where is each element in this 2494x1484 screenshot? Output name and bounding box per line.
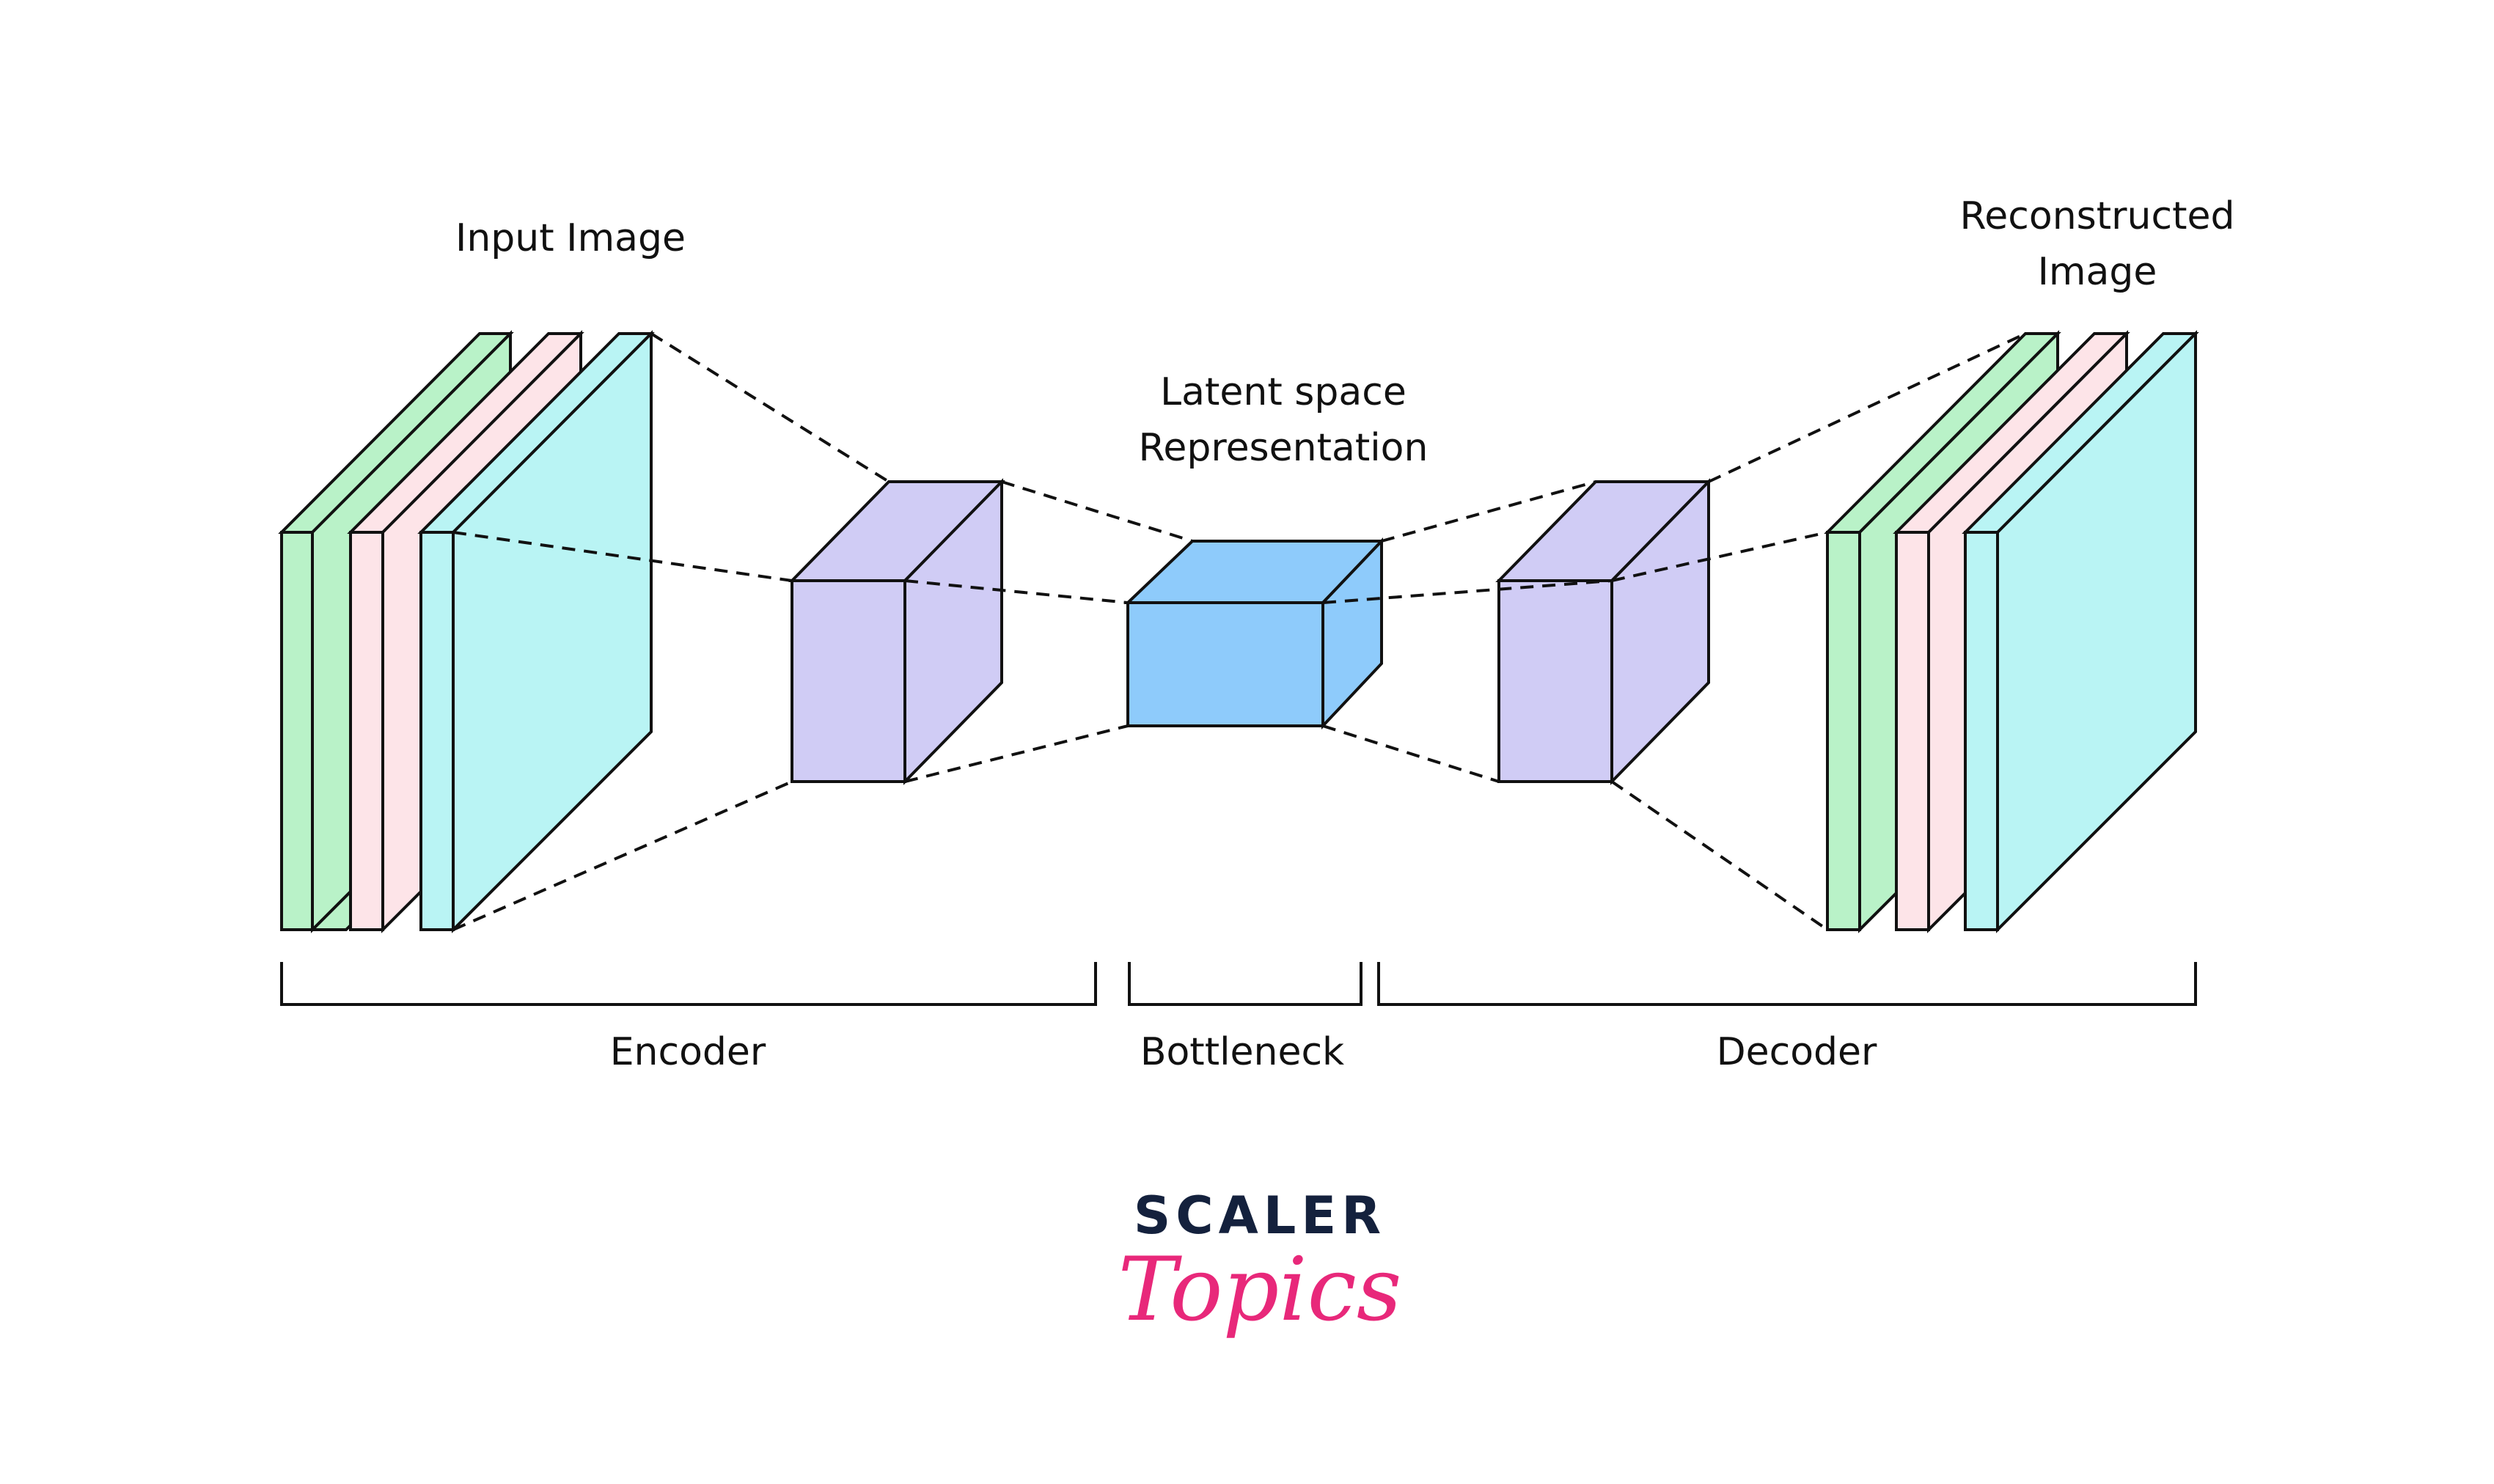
bottleneck-cube [1124,537,1385,730]
dash-enc-bottom [904,724,1129,783]
output-pink-face [1895,531,1930,931]
input-image-label: Input Image [455,216,686,260]
dash-output-bottom [1610,780,1829,931]
scaler-topics-logo: SCALER Topics [1118,1186,1402,1341]
input-channel-cyan [417,330,655,933]
input-cyan-back [452,330,653,933]
encoder-bracket [280,962,1097,1006]
encoder-hidden-cube [788,478,1005,785]
output-cyan-face [1964,531,1999,931]
reconstructed-image-stack [1824,330,2199,933]
dash-enc-top [1001,480,1193,543]
output-channel-cyan [1962,330,2199,933]
bottleneck-bracket [1128,962,1362,1006]
logo-topics-text: Topics [1118,1239,1402,1341]
output-green-face [1826,531,1861,931]
dash-input-mid [452,531,793,582]
decoder-label: Decoder [1717,1030,1877,1074]
dash-input-top [650,332,890,483]
dash-dec-mid [1322,579,1613,604]
input-green-face [280,531,314,931]
latent-space-label-line2: Representation [1139,426,1428,470]
output-cyan-back [1996,330,2197,933]
decoder-bracket [1377,962,2197,1006]
bottleneck-label: Bottleneck [1140,1030,1344,1074]
input-pink-face [349,531,384,931]
encoder-label: Encoder [610,1030,766,1074]
input-cyan-face [419,531,455,931]
dash-dec-top [1381,480,1596,543]
reconstructed-image-label-line1: Reconstructed [1960,194,2235,238]
dash-output-top [1708,332,2026,483]
projection-lines [452,332,2026,931]
input-image-stack [278,330,655,933]
reconstructed-image-label-line2: Image [2038,250,2157,294]
bottleneck-cube-front [1126,601,1324,727]
encoder-cube-front [791,579,906,783]
decoder-cube-front [1497,579,1613,783]
dash-enc-mid [904,579,1129,604]
dash-output-mid [1611,531,1828,582]
dash-input-bottom [452,780,793,931]
logo-scaler-text: SCALER [1134,1186,1386,1246]
latent-space-label-line1: Latent space [1160,370,1406,414]
dash-dec-bottom [1322,724,1500,783]
decoder-hidden-cube [1495,478,1712,785]
